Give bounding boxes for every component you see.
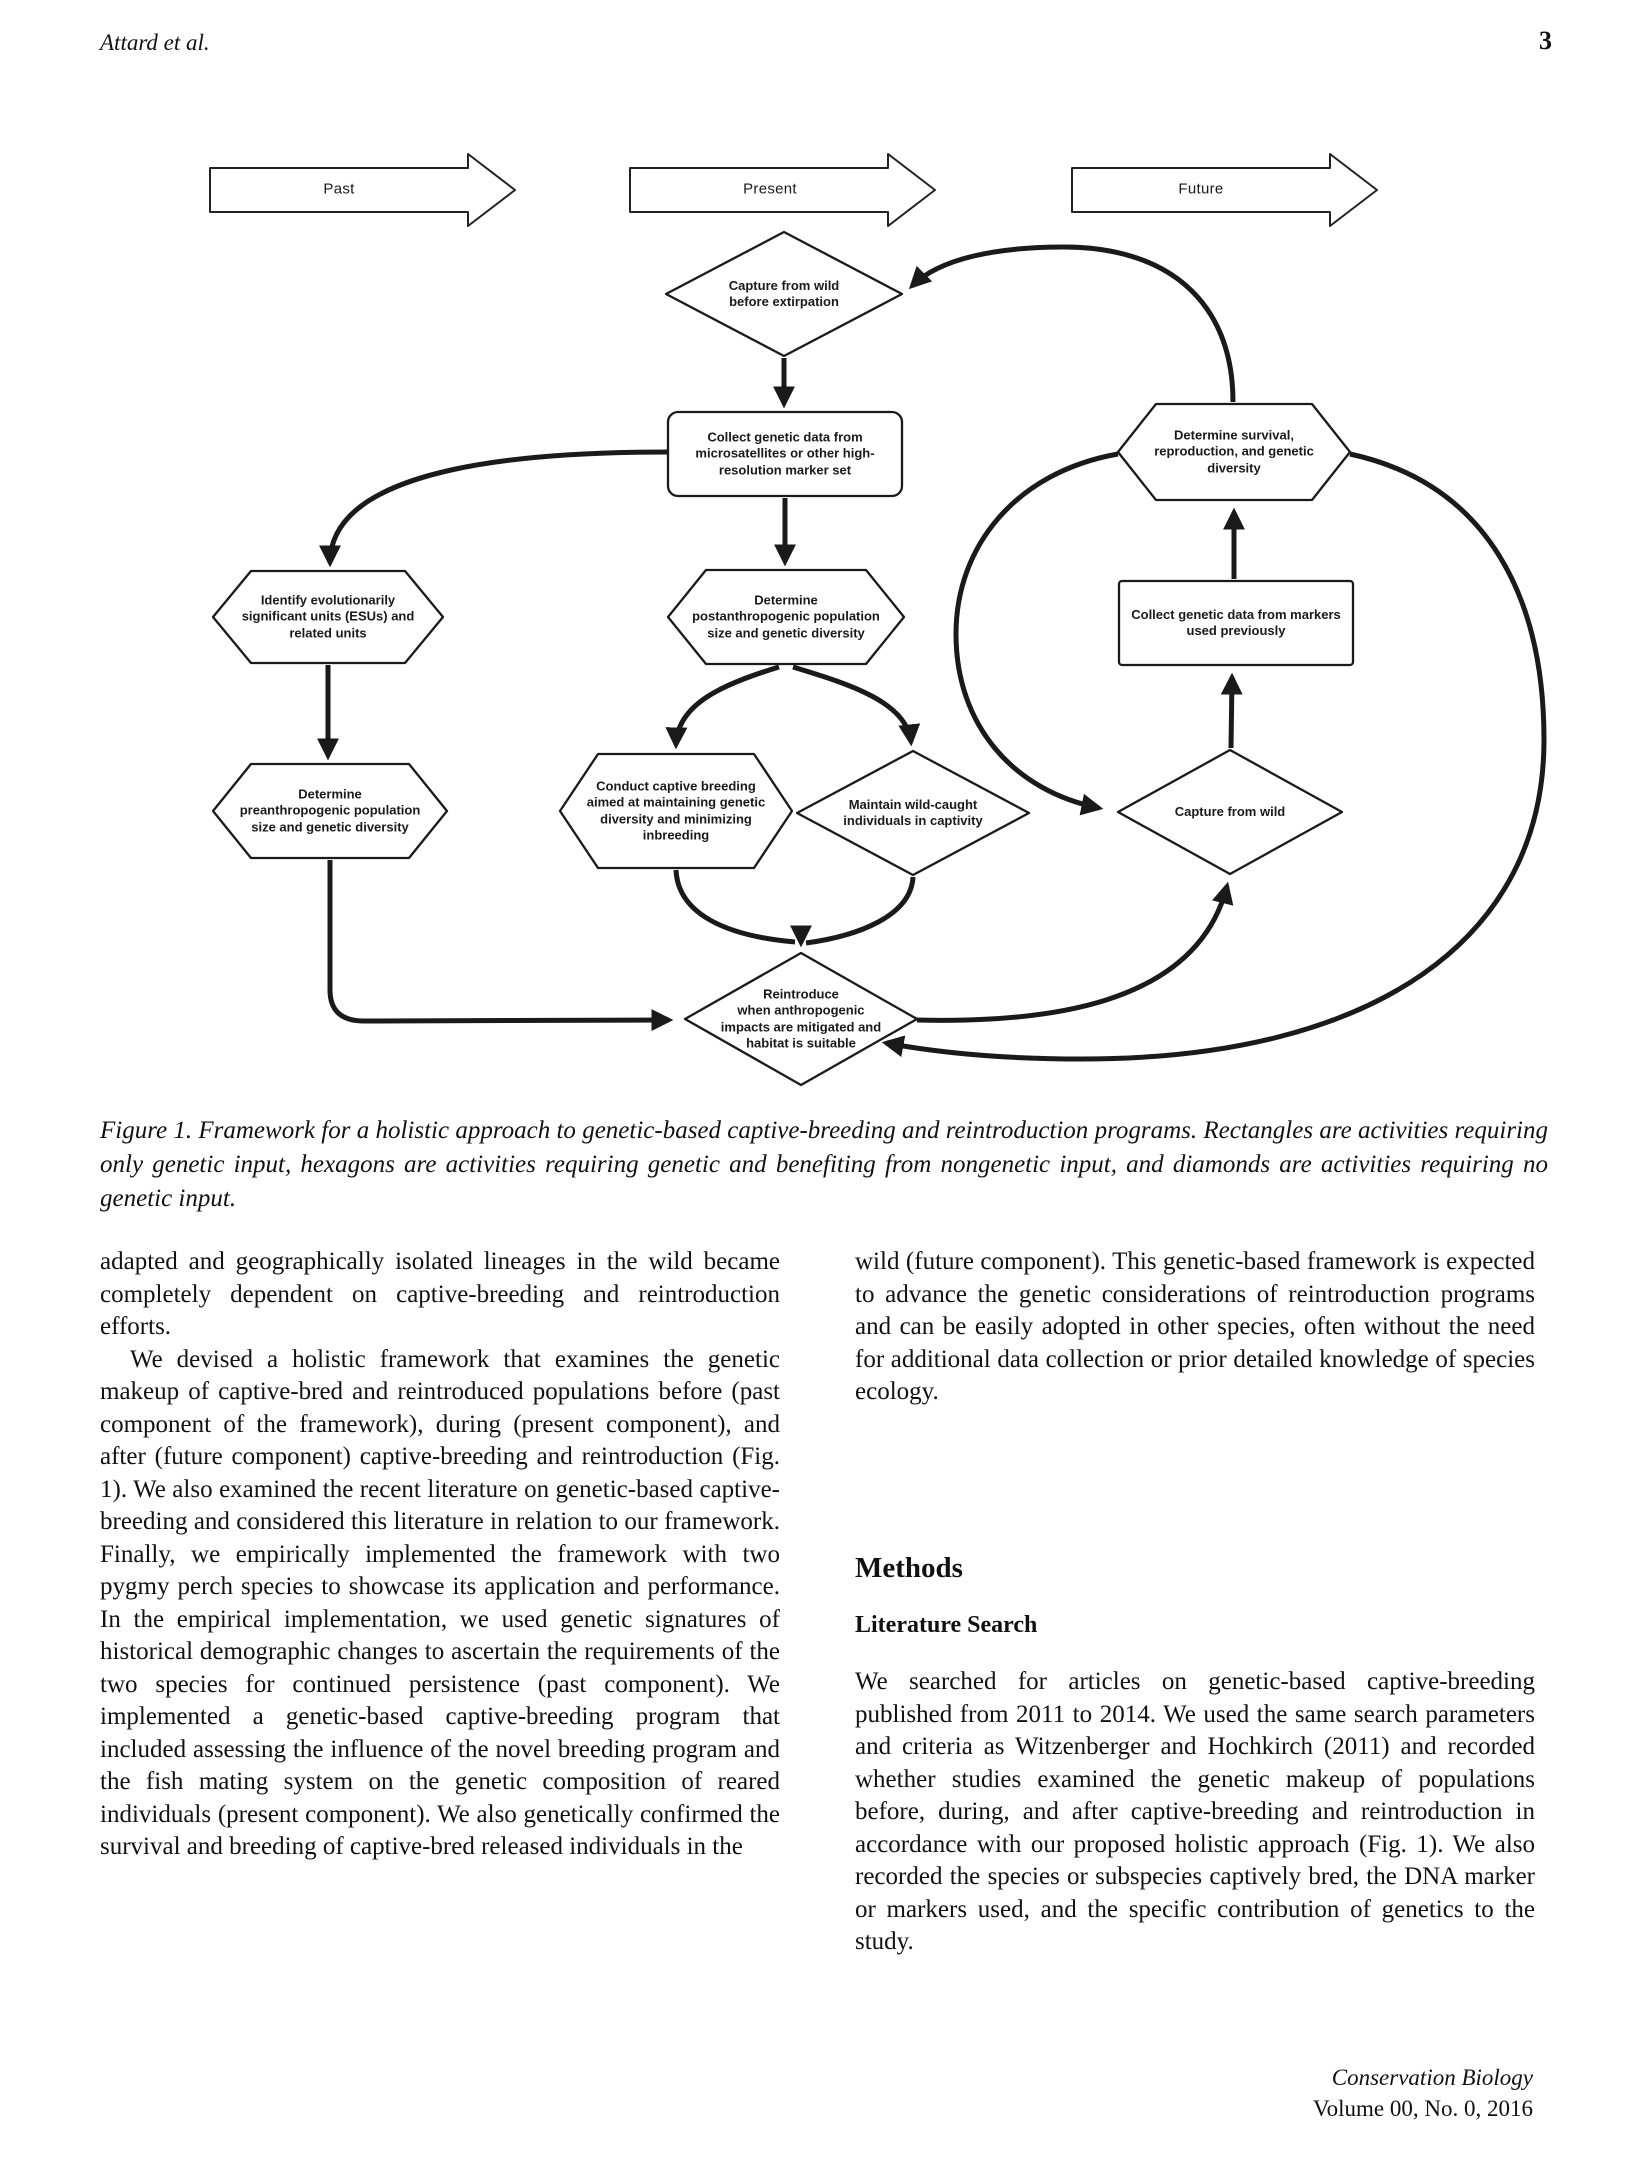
left-paragraph-framework: We devised a holistic framework that exa… (100, 1345, 780, 1861)
figure-caption: Figure 1. Framework for a holistic appro… (100, 1117, 1548, 1212)
arrow-pre-to-reintroduce (327, 860, 674, 1032)
label-determine-survival: Determine survival, reproduction, and ge… (1154, 427, 1314, 476)
hexagon-determine-postanthropogenic (666, 568, 906, 666)
rect-collect-previous-markers (1117, 579, 1355, 667)
left-paragraph-continuation: adapted and geographically isolated line… (100, 1248, 780, 1340)
arrow-survival-to-extirpation (908, 244, 1236, 403)
timeline-past-label: Past (323, 180, 355, 198)
hexagon-conduct-captive-breeding (558, 752, 794, 870)
timeline-present-label: Present (743, 180, 797, 198)
arrow-survival-outer-loop-to-reintroduce (881, 451, 1547, 1062)
label-maintain-wild-caught: Maintain wild-caught individuals in capt… (843, 796, 983, 828)
label-identify-esus: Identify evolutionarily significant unit… (241, 592, 415, 641)
arrow-post-to-captive-breeding (665, 664, 780, 750)
left-column: adapted and geographically isolated line… (100, 1246, 780, 1864)
curve-captive-to-reintroduce (673, 869, 796, 945)
hexagon-determine-survival (1116, 402, 1352, 502)
flowchart-canvas (209, 153, 1547, 1087)
diamond-maintain-wild-caught (795, 749, 1031, 877)
timeline-arrow-past (209, 153, 516, 227)
arrow-survival-inner-loop-to-capture-wild (953, 451, 1119, 816)
timeline-future-label: Future (1178, 180, 1224, 198)
diamond-reintroduce (683, 951, 919, 1087)
methods-heading: Methods (855, 1552, 963, 1584)
rect-collect-highres-markers (666, 410, 904, 498)
label-capture-from-wild: Capture from wild (1174, 803, 1286, 819)
arrow-collect-to-esus (319, 449, 669, 568)
journal-volume-line: Volume 00, No. 0, 2016 (1313, 2096, 1533, 2121)
label-conduct-captive-breeding: Conduct captive breeding aimed at mainta… (586, 778, 766, 843)
literature-search-heading: Literature Search (855, 1612, 1038, 1638)
running-head-authors: Attard et al. (100, 30, 210, 55)
hexagon-determine-preanthropogenic (211, 762, 449, 860)
arrow-capture-wild-to-markers (1220, 672, 1243, 749)
diamond-capture-before-extirpation (664, 230, 904, 358)
arrow-post-to-maintain (792, 664, 921, 747)
curve-maintain-to-reintroduce (805, 876, 916, 946)
arrow-reintroduce-to-capture-wild (916, 881, 1234, 1023)
label-collect-previous-markers: Collect genetic data from markers used p… (1131, 606, 1341, 638)
literature-search-paragraph: We searched for articles on genetic-base… (855, 1668, 1535, 1955)
label-reintroduce: Reintroduce when anthropogenic impacts a… (720, 986, 882, 1051)
diamond-capture-from-wild (1116, 748, 1344, 876)
timeline-arrow-present (629, 153, 936, 227)
right-paragraph-continuation: wild (future component). This genetic-ba… (855, 1248, 1535, 1405)
timeline-arrow-future (1071, 153, 1378, 227)
label-collect-highres-markers: Collect genetic data from microsatellite… (695, 429, 875, 478)
journal-name: Conservation Biology (1331, 2065, 1533, 2090)
label-determine-postanthropogenic: Determine postanthropogenic population s… (692, 592, 880, 641)
label-determine-preanthropogenic: Determine preanthropogenic population si… (239, 786, 421, 835)
figure-1-flowchart: Past Present Future Capture from wild be… (209, 153, 1547, 1087)
label-capture-before-extirpation: Capture from wild before extirpation (728, 277, 840, 309)
journal-footer: Conservation Biology Volume 00, No. 0, 2… (855, 2062, 1533, 2124)
page-number: 3 (1539, 26, 1552, 55)
hexagon-identify-esus (211, 569, 445, 665)
